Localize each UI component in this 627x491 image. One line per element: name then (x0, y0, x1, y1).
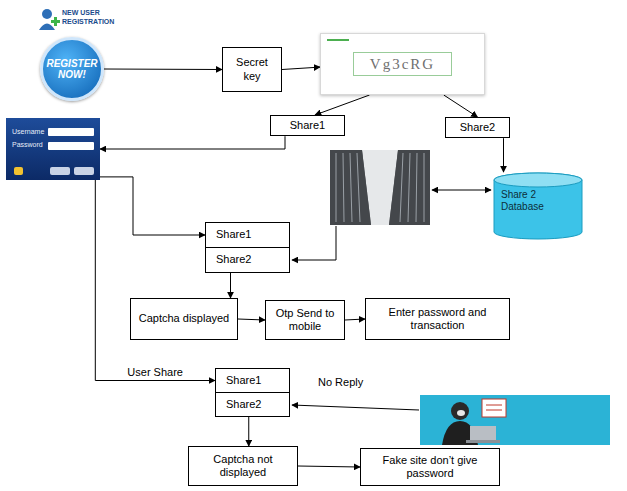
hacker-picture (486, 405, 502, 406)
hacker-picture (482, 399, 506, 417)
node-text: Share 2 Database (501, 189, 577, 213)
note-label: No Reply (316, 376, 365, 388)
flow-arrow (95, 180, 215, 381)
node-text: Share1 (226, 374, 261, 387)
flow-arrow (100, 136, 285, 149)
share-cell: Share2 (215, 392, 290, 417)
flow-arrow (444, 95, 478, 117)
hacker-picture (457, 410, 465, 416)
node-text: Otp Send to mobile (271, 307, 339, 333)
server-picture (330, 150, 430, 225)
flow-arrow (104, 69, 222, 71)
user-icon (42, 9, 52, 19)
server-picture (350, 153, 352, 222)
server-share-link (292, 226, 336, 260)
server-database-link (432, 190, 491, 191)
flow-arrow (282, 67, 320, 69)
server-picture (343, 153, 344, 222)
server-database-link (432, 190, 491, 191)
captcha-image: Vg3cRG (320, 33, 485, 95)
button-shape (50, 167, 70, 175)
hacker-picture (466, 440, 500, 443)
node-text: REGISTER NOW! (46, 58, 97, 80)
node-text: Vg3cRG (353, 52, 452, 76)
input-field (48, 128, 94, 136)
node-text: Share2 (460, 121, 495, 134)
server-picture (416, 153, 417, 222)
process-box: Captcha displayed (130, 298, 238, 340)
flow-arrow (345, 319, 365, 320)
flow-arrow (298, 466, 360, 467)
lock-icon (14, 167, 23, 175)
process-box: Fake site don’t give password (360, 448, 500, 486)
hacker-picture (451, 402, 469, 420)
badge-heading: NEW USER REGISTRATION (62, 9, 124, 27)
node-text: Share1 (290, 119, 325, 132)
server-picture (357, 153, 360, 222)
node-text: Password (12, 141, 44, 149)
node-text: Share2 (226, 398, 261, 411)
server-picture (336, 153, 337, 222)
process-box: Enter password and transaction (365, 298, 510, 340)
button-shape (74, 167, 94, 175)
node-text: Captcha displayed (139, 312, 230, 325)
hacker-share-link (292, 405, 419, 410)
captcha-bar (327, 39, 349, 41)
share-box: Share2 (445, 117, 510, 138)
node-text: Share2 (216, 253, 251, 266)
process-box: Captcha not displayed (188, 446, 298, 486)
register-badge: NEW USER REGISTRATIONREGISTER NOW! (40, 37, 104, 101)
server-picture (424, 153, 425, 222)
flow-arrow (100, 177, 205, 235)
share-cell: Share1 (205, 222, 290, 248)
server-picture (400, 153, 403, 222)
edge-label: User Share (125, 366, 185, 378)
flow-arrow (503, 138, 504, 172)
hacker-picture (470, 426, 496, 441)
process-box: Otp Send to mobile (265, 300, 345, 340)
user-icon (54, 17, 57, 26)
input-field (48, 142, 94, 150)
server-picture (389, 150, 430, 225)
node-text: Username (12, 128, 44, 136)
share-cell: Share1 (215, 368, 290, 393)
flow-arrow (230, 273, 231, 298)
node-text: Enter password and transaction (371, 306, 504, 332)
server-picture (330, 150, 430, 225)
flow-arrow (248, 417, 249, 446)
login-panel: UsernamePassword (6, 118, 100, 180)
node-text: Captcha not displayed (194, 453, 292, 479)
database-cylinder: Share 2 Database (493, 172, 583, 240)
process-box: Secret key (222, 47, 282, 92)
server-picture (408, 153, 410, 222)
node-text: Share1 (216, 228, 251, 241)
hacker-picture (420, 395, 610, 445)
node-text: Fake site don’t give password (366, 454, 494, 480)
share-cell: Share2 (205, 247, 290, 273)
server-share-link (292, 226, 336, 260)
connector-layer (95, 67, 503, 467)
node-text: Secret key (228, 56, 276, 82)
flow-arrow (238, 319, 265, 320)
hacker-picture (420, 395, 610, 445)
user-icon (39, 9, 60, 30)
server-picture (330, 150, 371, 225)
user-icon (39, 24, 55, 31)
hacker-picture (486, 410, 502, 411)
share-box: Share1 (270, 115, 345, 136)
flow-arrow (315, 95, 370, 115)
hacker-share-link (292, 405, 419, 410)
